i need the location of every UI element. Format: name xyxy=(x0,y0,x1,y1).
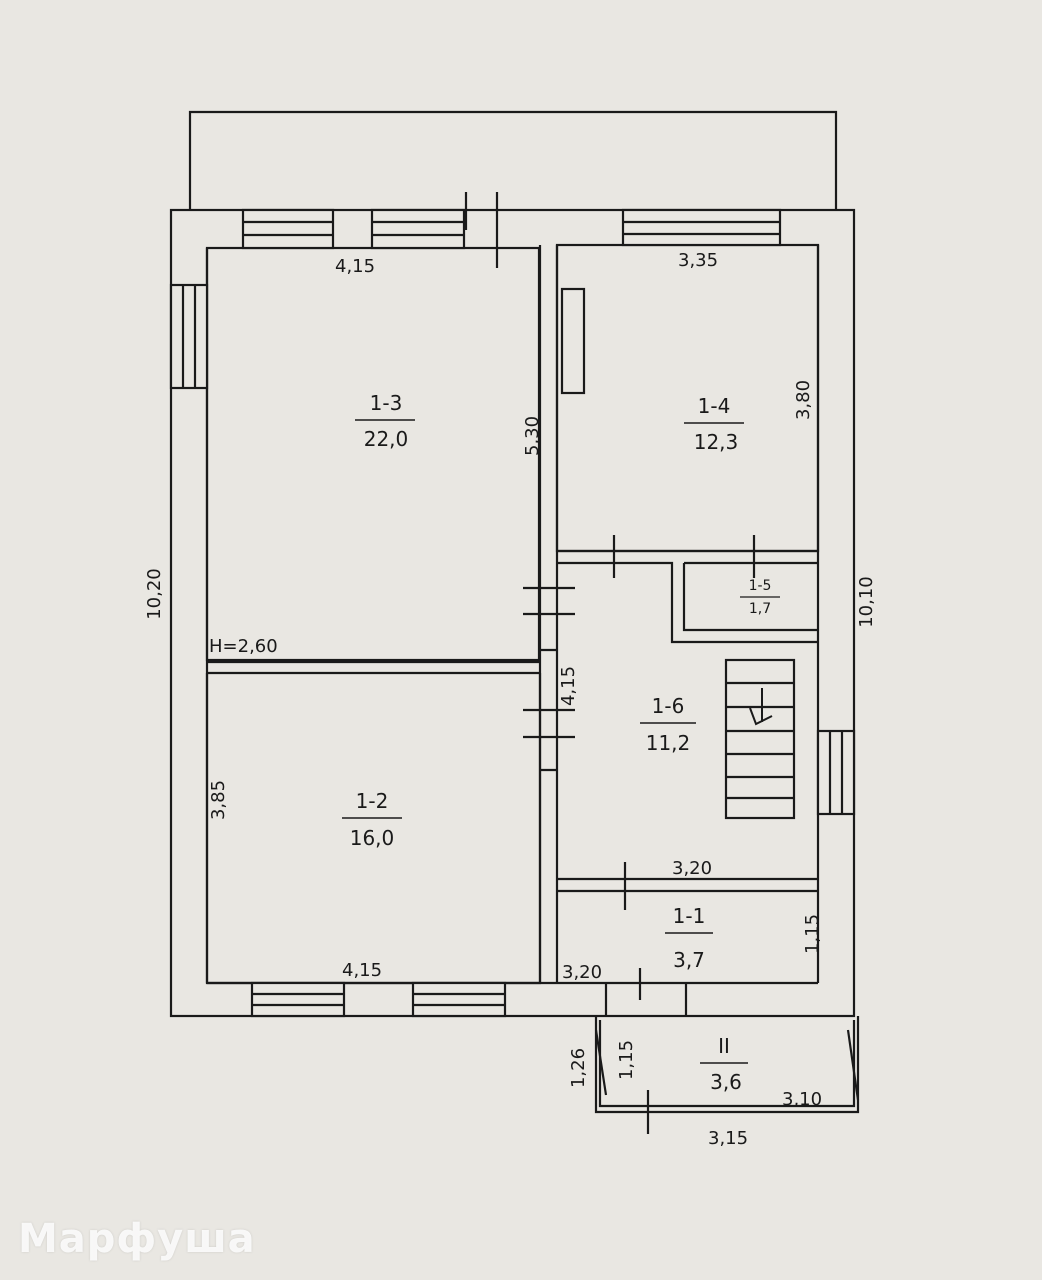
dim-3-10: 3,10 xyxy=(782,1089,822,1110)
room-II-id: II xyxy=(718,1034,730,1058)
dim-3-80: 3,80 xyxy=(793,380,814,420)
dim-3-15: 3,15 xyxy=(708,1128,748,1149)
dim-4-15-bottom: 4,15 xyxy=(342,960,382,981)
room-1-3-area: 22,0 xyxy=(364,427,409,451)
dim-3-20-bottom: 3,20 xyxy=(562,962,602,983)
room-1-5-id: 1-5 xyxy=(749,578,772,594)
room-1-6-id: 1-6 xyxy=(652,694,685,718)
porch-hatching xyxy=(594,1029,860,1101)
dim-1-15-right: 1,15 xyxy=(802,914,823,954)
door-ticks xyxy=(464,192,756,1134)
window-top-left xyxy=(241,208,335,250)
partition-1-3-1-2 xyxy=(207,660,540,675)
window-bottom-mid xyxy=(411,981,507,1018)
room-1-3-outline xyxy=(205,246,541,662)
dim-4-15-top: 4,15 xyxy=(335,256,375,277)
dim-3-85: 3,85 xyxy=(208,780,229,820)
dim-10-20: 10,20 xyxy=(144,568,165,620)
stair-steps xyxy=(726,681,794,800)
window-right xyxy=(816,729,856,816)
room-II-area: 3,6 xyxy=(710,1070,742,1094)
room-1-6-area: 11,2 xyxy=(646,731,691,755)
room-1-3-id: 1-3 xyxy=(370,391,403,415)
watermark: Марфуша xyxy=(18,1216,256,1262)
room-1-5-area: 1,7 xyxy=(749,601,771,617)
room-1-1-id: 1-1 xyxy=(673,904,706,928)
window-bottom-left xyxy=(250,981,346,1018)
top-extension xyxy=(188,110,838,210)
staircase xyxy=(724,658,796,820)
room-1-2-id: 1-2 xyxy=(356,789,389,813)
porch-door-gap xyxy=(604,983,688,1016)
chimney-niche xyxy=(560,287,586,395)
dim-4-15-mid: 4,15 xyxy=(558,666,579,706)
dim-height: H=2,60 xyxy=(209,636,278,657)
dim-3-20-mid: 3,20 xyxy=(672,858,712,879)
room-1-1-area: 3,7 xyxy=(673,948,705,972)
arrow-down-left-icon xyxy=(749,688,773,726)
central-wall-jog xyxy=(540,648,557,772)
room-1-4-id: 1-4 xyxy=(698,394,731,418)
dim-10-10: 10,10 xyxy=(856,576,877,628)
dim-5-30: 5,30 xyxy=(522,416,543,456)
room-1-5-outline xyxy=(682,561,818,632)
partition-1-6-1-1 xyxy=(557,877,818,893)
outer-wall xyxy=(169,208,856,1018)
dim-3-35: 3,35 xyxy=(678,250,718,271)
dim-1-15-porch: 1,15 xyxy=(616,1040,637,1080)
room-1-4-area: 12,3 xyxy=(694,430,739,454)
window-top-right xyxy=(621,208,782,247)
window-left xyxy=(169,283,209,390)
room-1-4-outline xyxy=(555,243,820,553)
dim-1-26: 1,26 xyxy=(568,1048,589,1088)
window-top-mid xyxy=(370,208,466,250)
room-1-2-area: 16,0 xyxy=(350,826,395,850)
